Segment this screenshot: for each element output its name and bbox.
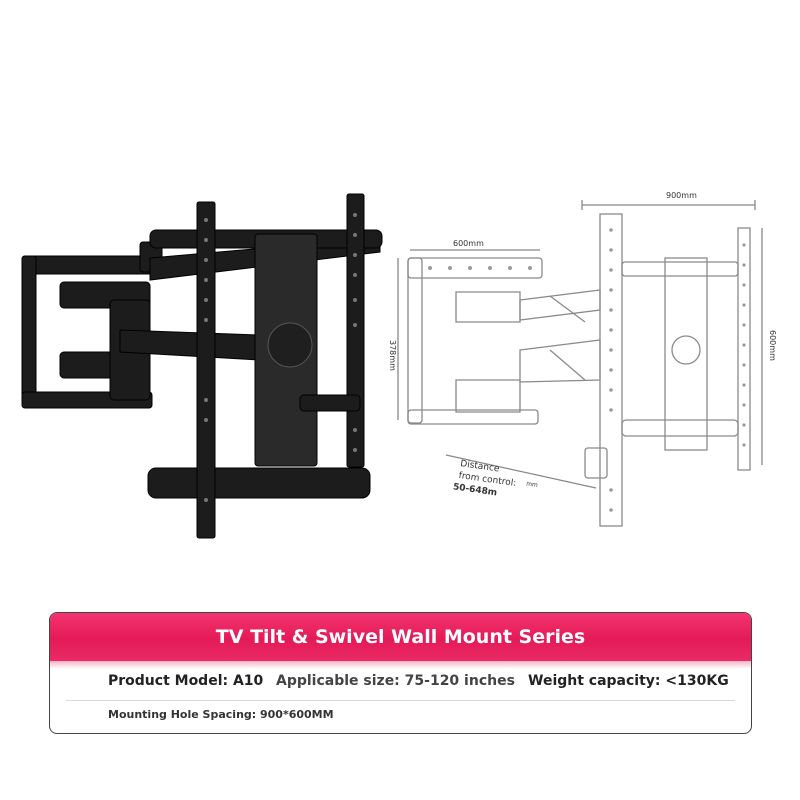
product-model: Product Model: A10 bbox=[108, 673, 264, 689]
dim-inner-width-label: 600mm bbox=[453, 239, 484, 248]
applicable-size: Applicable size: 75-120 inches bbox=[276, 673, 515, 689]
weight-capacity: Weight capacity: <130KG bbox=[528, 673, 729, 689]
tv-mount-illustration: 900mm 600mm 600mm 378mm Distance from co… bbox=[21, 191, 777, 539]
card-title: TV Tilt & Swivel Wall Mount Series bbox=[50, 613, 751, 661]
spec-divider bbox=[66, 700, 735, 701]
rail-holes bbox=[204, 213, 357, 502]
distance-callout: Distance from control: mm 50-648m bbox=[452, 459, 539, 498]
dim-left-height-label: 378mm bbox=[388, 340, 397, 371]
dim-width-label: 900mm bbox=[666, 191, 697, 200]
line-drawing-holes bbox=[428, 228, 746, 512]
distance-unit-label: mm bbox=[526, 480, 539, 489]
product-info-card: TV Tilt & Swivel Wall Mount Series Produ… bbox=[49, 612, 752, 734]
mounting-hole-spacing: Mounting Hole Spacing: 900*600MM bbox=[108, 708, 334, 721]
product-image-area: 900mm 600mm 600mm 378mm Distance from co… bbox=[21, 191, 777, 539]
mount-product-photo bbox=[21, 193, 383, 539]
mount-line-drawing bbox=[397, 200, 763, 527]
spec-row: Product Model: A10 Applicable size: 75-1… bbox=[50, 673, 751, 703]
dim-height-label: 600mm bbox=[768, 330, 777, 361]
header-fade-band bbox=[50, 661, 751, 669]
